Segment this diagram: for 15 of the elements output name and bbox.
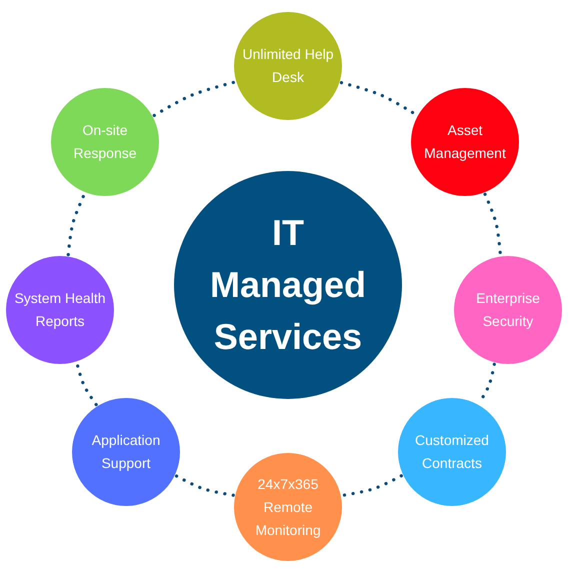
dotted-connector xyxy=(483,192,502,256)
dotted-connector xyxy=(174,474,235,497)
service-label: Enterprise Security xyxy=(475,289,541,331)
service-label: 24x7x365 Remote Monitoring xyxy=(254,474,322,540)
dotted-connector xyxy=(66,192,86,256)
hub-title: IT Managed Services xyxy=(208,211,368,359)
service-label: Asset Management xyxy=(423,121,507,163)
service-label: On-site Response xyxy=(72,121,138,163)
dotted-connector xyxy=(341,474,403,497)
service-label: System Health Reports xyxy=(14,289,106,331)
service-label: Application Support xyxy=(90,431,162,473)
service-label: Unlimited Help Desk xyxy=(242,45,334,87)
service-label: Customized Contracts xyxy=(414,431,490,473)
dotted-connector xyxy=(75,362,98,406)
dotted-connector xyxy=(152,80,236,118)
